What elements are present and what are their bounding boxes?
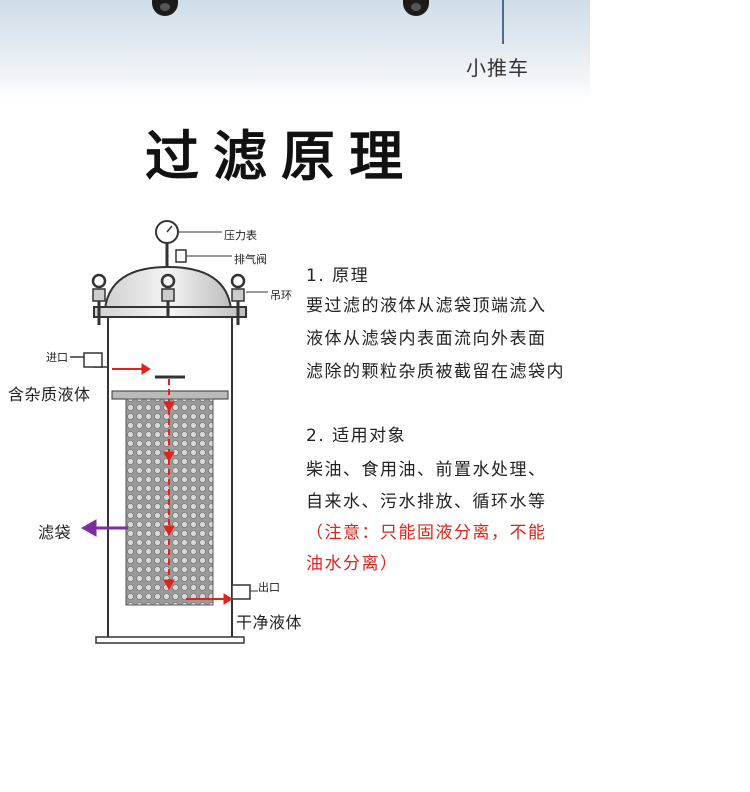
principle-line-3: 滤除的颗粒杂质被截留在滤袋内 [306, 362, 565, 382]
outlet-pipe [231, 584, 258, 600]
note-line-2: 油水分离） [306, 554, 399, 574]
product-photo-strip [0, 0, 590, 100]
inlet-liquid-label: 含杂质液体 [8, 385, 91, 404]
filter-housing-diagram [70, 220, 268, 644]
clean-liquid-label: 干净液体 [236, 613, 303, 632]
vent-valve-icon [175, 249, 232, 263]
lifting-ring-label: 吊环 [270, 289, 292, 302]
cart-wheel-right [403, 0, 429, 16]
note-line-1: （注意：只能固液分离，不能 [306, 523, 547, 543]
pressure-gauge-label: 压力表 [224, 229, 257, 242]
outlet-label: 出口 [258, 581, 280, 594]
downward-flow-arrow [163, 379, 175, 591]
inlet-flow-arrow [112, 363, 151, 375]
page-title: 过滤原理 [145, 125, 417, 188]
pressure-gauge-icon [155, 220, 222, 267]
housing-flange [93, 306, 247, 318]
cart-callout-line [502, 0, 504, 44]
cart-label: 小推车 [466, 56, 529, 80]
lifting-ring-icon [91, 273, 268, 325]
principle-line-1: 要过滤的液体从滤袋顶端流入 [306, 296, 547, 316]
vent-valve-label: 排气阀 [234, 253, 267, 266]
outlet-flow-arrow [186, 593, 233, 605]
principle-heading: 1. 原理 [306, 266, 370, 286]
filter-bag-label: 滤袋 [38, 523, 72, 542]
application-line-1: 柴油、食用油、前置水处理、 [306, 460, 547, 480]
inlet-pipe [70, 352, 108, 368]
application-line-2: 自来水、污水排放、循环水等 [306, 492, 547, 512]
housing-base [95, 636, 245, 644]
filter-principle-panel: 压力表 排气阀 吊环 进口 含杂质液体 滤袋 出口 干净液体 1. 原理 要过滤… [0, 205, 590, 705]
filter-bag-pointer-arrow [80, 519, 128, 537]
inlet-label: 进口 [46, 351, 68, 364]
principle-line-2: 液体从滤袋内表面流向外表面 [306, 329, 547, 349]
cart-wheel-left [152, 0, 178, 16]
application-heading: 2. 适用对象 [306, 426, 407, 446]
